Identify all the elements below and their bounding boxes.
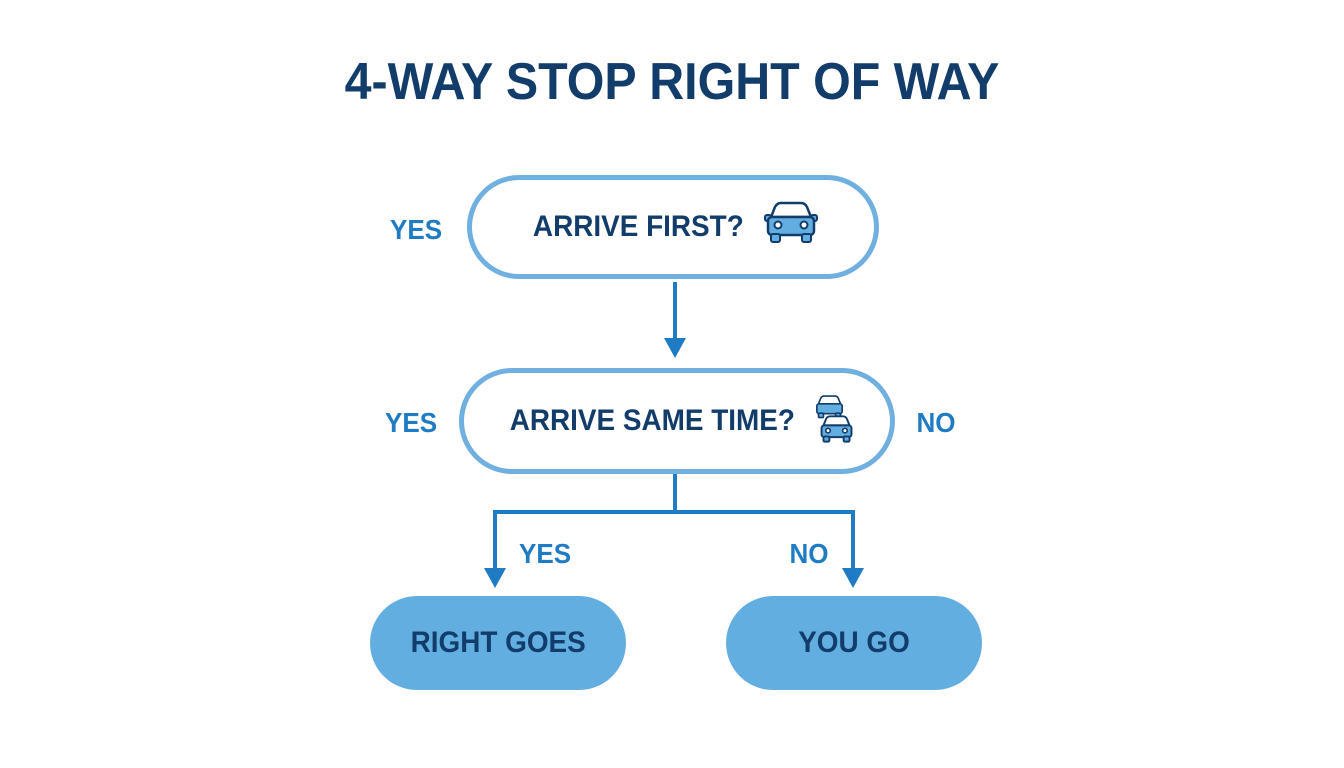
edge-label-branch-yes: YES bbox=[518, 538, 572, 569]
arrow-down-icon bbox=[842, 568, 864, 588]
two-cars-icon bbox=[811, 395, 855, 447]
car-icon bbox=[761, 201, 821, 253]
node-label: ARRIVE FIRST? bbox=[532, 210, 744, 243]
edge-label-first-yes: YES bbox=[389, 214, 443, 245]
arrow-down-icon bbox=[484, 568, 506, 588]
decision-arrive-same-time: ARRIVE SAME TIME? bbox=[459, 368, 895, 474]
outcome-right-goes: RIGHT GOES bbox=[370, 596, 626, 690]
edge-label-same-no: NO bbox=[916, 407, 956, 438]
node-label: YOU GO bbox=[798, 626, 910, 659]
outcome-you-go: YOU GO bbox=[726, 596, 982, 690]
page-title: 4-WAY STOP RIGHT OF WAY bbox=[344, 53, 1000, 111]
node-label: ARRIVE SAME TIME? bbox=[509, 404, 795, 437]
decision-arrive-first: ARRIVE FIRST? bbox=[467, 175, 879, 279]
node-label: RIGHT GOES bbox=[410, 626, 586, 659]
edge-label-branch-no: NO bbox=[789, 538, 829, 569]
edge-label-same-yes: YES bbox=[384, 407, 438, 438]
arrow-down-icon bbox=[664, 338, 686, 358]
